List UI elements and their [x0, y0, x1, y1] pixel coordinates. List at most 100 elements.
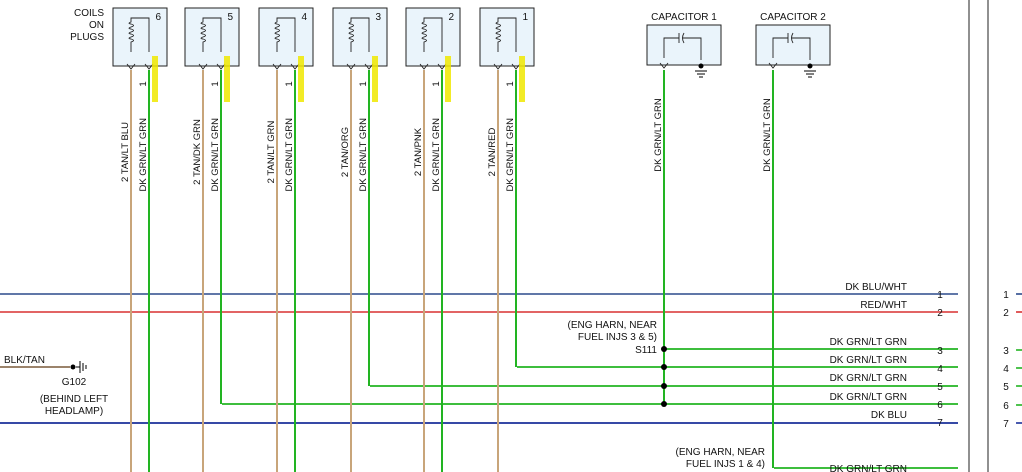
right-panel-pins: 1 2 3 4 5 6 7 — [1003, 290, 1022, 430]
s111-id: S111 — [635, 345, 657, 356]
splice-node — [661, 346, 667, 352]
pin-chevron-icon — [272, 63, 282, 70]
coil-number: 1 — [522, 12, 528, 23]
coil-number: 5 — [227, 12, 233, 23]
highlight-mark — [445, 56, 451, 102]
ground-node — [70, 364, 76, 370]
right-panel-pin-label: 7 — [1003, 419, 1009, 430]
coil-pin1-wire-label: DK GRN/LT GRN — [358, 118, 369, 192]
splice-node — [661, 401, 667, 407]
coil-pin1-wire-label: DK GRN/LT GRN — [505, 118, 516, 192]
coils-title-line2: ON — [89, 20, 104, 31]
capacitor-label: CAPACITOR 1 — [651, 12, 717, 23]
coil-pin1-wire-label: DK GRN/LT GRN — [210, 118, 221, 192]
pin-chevron-icon — [364, 63, 374, 70]
coil-pin2-wire-label: 2 TAN/ORG — [340, 127, 351, 177]
pin-chevron-icon — [659, 62, 669, 69]
coil-pin2-wire-label: 2 TAN/RED — [487, 127, 498, 176]
ground-wire-label: BLK/TAN — [4, 355, 45, 366]
splice-node — [661, 364, 667, 370]
pin-chevron-icon — [126, 63, 136, 70]
ground-icon — [695, 70, 707, 78]
bus-label-8: DK GRN/LT GRN — [830, 464, 907, 472]
coil-number: 2 — [448, 12, 454, 23]
coil-pin2-wire-label: 2 TAN/PNK — [413, 127, 424, 176]
bus-pin-3: 3 — [937, 346, 943, 357]
s111-note-line1: (ENG HARN, NEAR — [568, 320, 657, 331]
coil-winding-icon — [274, 17, 296, 52]
coil-pin1-wire-label: DK GRN/LT GRN — [284, 118, 295, 192]
coil-pin2-wire-label: 2 TAN/DK GRN — [192, 119, 203, 185]
capacitor-wire-label: DK GRN/LT GRN — [762, 98, 773, 172]
ground-icon — [804, 70, 816, 78]
pin-chevron-icon — [346, 63, 356, 70]
bus-label-3: DK GRN/LT GRN — [830, 337, 907, 348]
bus-label-5: DK GRN/LT GRN — [830, 373, 907, 384]
coil-number: 3 — [375, 12, 381, 23]
bus-pin-2: 2 — [937, 308, 943, 319]
coil-pin1-wire-label: DK GRN/LT GRN — [138, 118, 149, 192]
pin-chevron-icon — [437, 63, 447, 70]
pin-chevron-icon — [216, 63, 226, 70]
bus-label-1: DK BLU/WHT — [845, 282, 907, 293]
splice-node — [661, 383, 667, 389]
coil-number: 4 — [301, 12, 307, 23]
coil-pin1-number: 1 — [505, 81, 516, 86]
capacitor-box — [646, 24, 722, 66]
ground-node — [698, 63, 704, 69]
ground-location-line2: HEADLAMP) — [45, 406, 103, 417]
ground-node — [807, 63, 813, 69]
coils-title-line3: PLUGS — [70, 32, 104, 43]
coils-layer: 6 5 4 3 2 1 — [112, 7, 535, 102]
right-panel-pin-label: 2 — [1003, 308, 1009, 319]
capacitors-layer: CAPACITOR 1 CAPACITOR 2 — [646, 12, 831, 78]
coil-pin1-number: 1 — [210, 81, 221, 86]
coil-winding-icon — [348, 17, 370, 52]
bus-label-6: DK GRN/LT GRN — [830, 392, 907, 403]
highlight-mark — [152, 56, 158, 102]
ground-icon — [76, 361, 87, 373]
right-panel-pin-label: 4 — [1003, 364, 1009, 375]
coil-winding-icon — [495, 17, 517, 52]
bus-pin-7: 7 — [937, 418, 943, 429]
coil-winding-icon — [128, 17, 150, 52]
bus-label-7: DK BLU — [871, 410, 907, 421]
s111-note-line2: FUEL INJS 3 & 5) — [578, 332, 657, 343]
capacitor-icon — [663, 32, 702, 60]
pin-chevron-icon — [198, 63, 208, 70]
bus-pin-1: 1 — [937, 290, 943, 301]
right-panel-pin-label: 3 — [1003, 346, 1009, 357]
lower-splice-note-line1: (ENG HARN, NEAR — [676, 447, 765, 458]
bus-label-2: RED/WHT — [860, 300, 907, 311]
pin-chevron-icon — [768, 62, 778, 69]
pin-chevron-icon — [419, 63, 429, 70]
pin-chevron-icon — [511, 63, 521, 70]
coil-pin1-wire-label: DK GRN/LT GRN — [431, 118, 442, 192]
coil-pin1-number: 1 — [431, 81, 442, 86]
highlight-mark — [298, 56, 304, 102]
coil-pin2-wire-label: 2 TAN/LT GRN — [266, 121, 277, 184]
highlight-mark — [519, 56, 525, 102]
right-panel-pin-label: 1 — [1003, 290, 1009, 301]
coil-number: 6 — [155, 12, 161, 23]
coil-pin1-number: 1 — [358, 81, 369, 86]
wires-layer — [0, 70, 958, 472]
right-panel-pin-label: 5 — [1003, 382, 1009, 393]
capacitor-icon — [772, 32, 811, 60]
highlight-mark — [372, 56, 378, 102]
bus-label-4: DK GRN/LT GRN — [830, 355, 907, 366]
pin-chevron-icon — [290, 63, 300, 70]
ground-location-line1: (BEHIND LEFT — [40, 394, 108, 405]
capacitor-box — [755, 24, 831, 66]
lower-splice-note-line2: FUEL INJS 1 & 4) — [686, 459, 765, 470]
coil-pin2-wire-label: 2 TAN/LT BLU — [120, 122, 131, 182]
pin-chevron-icon — [144, 63, 154, 70]
bus-pin-5: 5 — [937, 382, 943, 393]
highlight-mark — [224, 56, 230, 102]
coils-title-line1: COILS — [74, 8, 104, 19]
ground-id: G102 — [62, 377, 87, 388]
capacitor-wire-label: DK GRN/LT GRN — [653, 98, 664, 172]
capacitor-label: CAPACITOR 2 — [760, 12, 826, 23]
right-panel-pin-label: 6 — [1003, 401, 1009, 412]
